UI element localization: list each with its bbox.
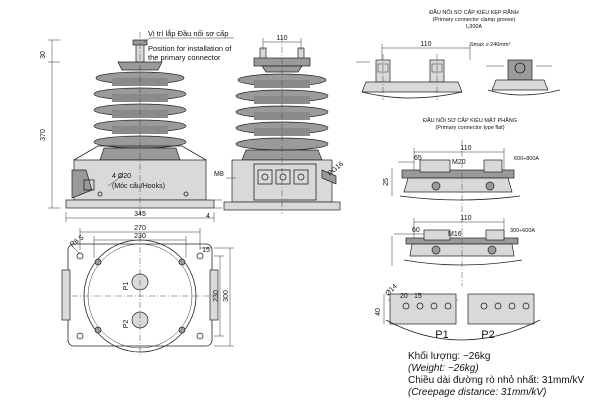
flat-title-vi: ĐẦU NỐI SƠ CẤP KIỂU MẶT PHẲNG (423, 117, 517, 124)
dim-230-top: 230 (134, 233, 146, 240)
flat-dim-25: 25 (383, 178, 390, 186)
dim-30: 30 (40, 51, 47, 59)
flat-range-b: 300÷600A (510, 228, 535, 234)
flat-dim-65: 65 (414, 155, 422, 162)
dim-270: 270 (134, 225, 146, 232)
flat-dim-40: 40 (375, 308, 382, 316)
dim-side-110: 110 (276, 35, 287, 42)
flat-dim-15: 15 (414, 293, 422, 300)
dim-r65: R6.5 (69, 234, 85, 248)
dim-370: 370 (40, 129, 47, 141)
dim-230-right: 230 (213, 290, 220, 302)
dim-300: 300 (223, 290, 230, 302)
dim-345: 345 (134, 211, 146, 218)
note-weight-en: (Weight: ~26kg) (408, 363, 479, 374)
callout-primary-en-2: the primary connector (148, 53, 221, 62)
clamp-range: I₁300A (466, 24, 483, 30)
front-view (48, 32, 234, 222)
flat-connector-detail (383, 140, 541, 341)
flat-dim-110-a: 110 (460, 145, 471, 152)
callout-primary-en-1: Position for installation of (148, 44, 232, 53)
label-p2: P2 (123, 320, 130, 329)
note-creepage-en: (Creepage distance: 31mm/kV) (408, 387, 547, 398)
callout-hooks: (Móc cẩu/Hooks) (112, 182, 165, 190)
callout-primary-vi: Vị trí lắp Đầu nối sơ cấp (148, 29, 228, 38)
note-creepage-vi: Chiều dài đường rò nhỏ nhất: 31mm/kV (408, 375, 585, 386)
flat-dim-60: 60 (412, 227, 420, 234)
flat-title-en: (Primary connector type flat) (435, 125, 504, 131)
label-p1: P1 (123, 282, 130, 291)
flat-range-a: 600÷800A (514, 156, 539, 162)
flat-m20: M20 (452, 159, 466, 166)
clamp-dim-110: 110 (420, 41, 431, 48)
flat-m16: M16 (448, 231, 462, 238)
callout-m8: M8 (214, 171, 224, 178)
clamp-title-en: (Primary connector clamp groove) (433, 17, 516, 23)
note-weight-vi: Khối lượng: ~26kg (408, 351, 491, 362)
flat-label-p1: P1 (435, 329, 448, 341)
plan-view (61, 228, 234, 356)
side-view (223, 36, 341, 214)
flat-dim-20: 20 (400, 293, 408, 300)
clamp-groove-detail (356, 44, 561, 100)
dim-15: 15 (202, 247, 210, 254)
callout-hole: 4 Ø20 (112, 173, 131, 180)
dim-4: 4 (206, 213, 210, 220)
clamp-smax: Smax ≥ 240mm² (470, 42, 510, 48)
flat-dim-110-b: 110 (460, 215, 471, 222)
clamp-title-vi: ĐẦU NỐI SƠ CẤP KIỂU KẸP RÃNH (429, 9, 519, 16)
flat-label-p2: P2 (481, 329, 494, 341)
